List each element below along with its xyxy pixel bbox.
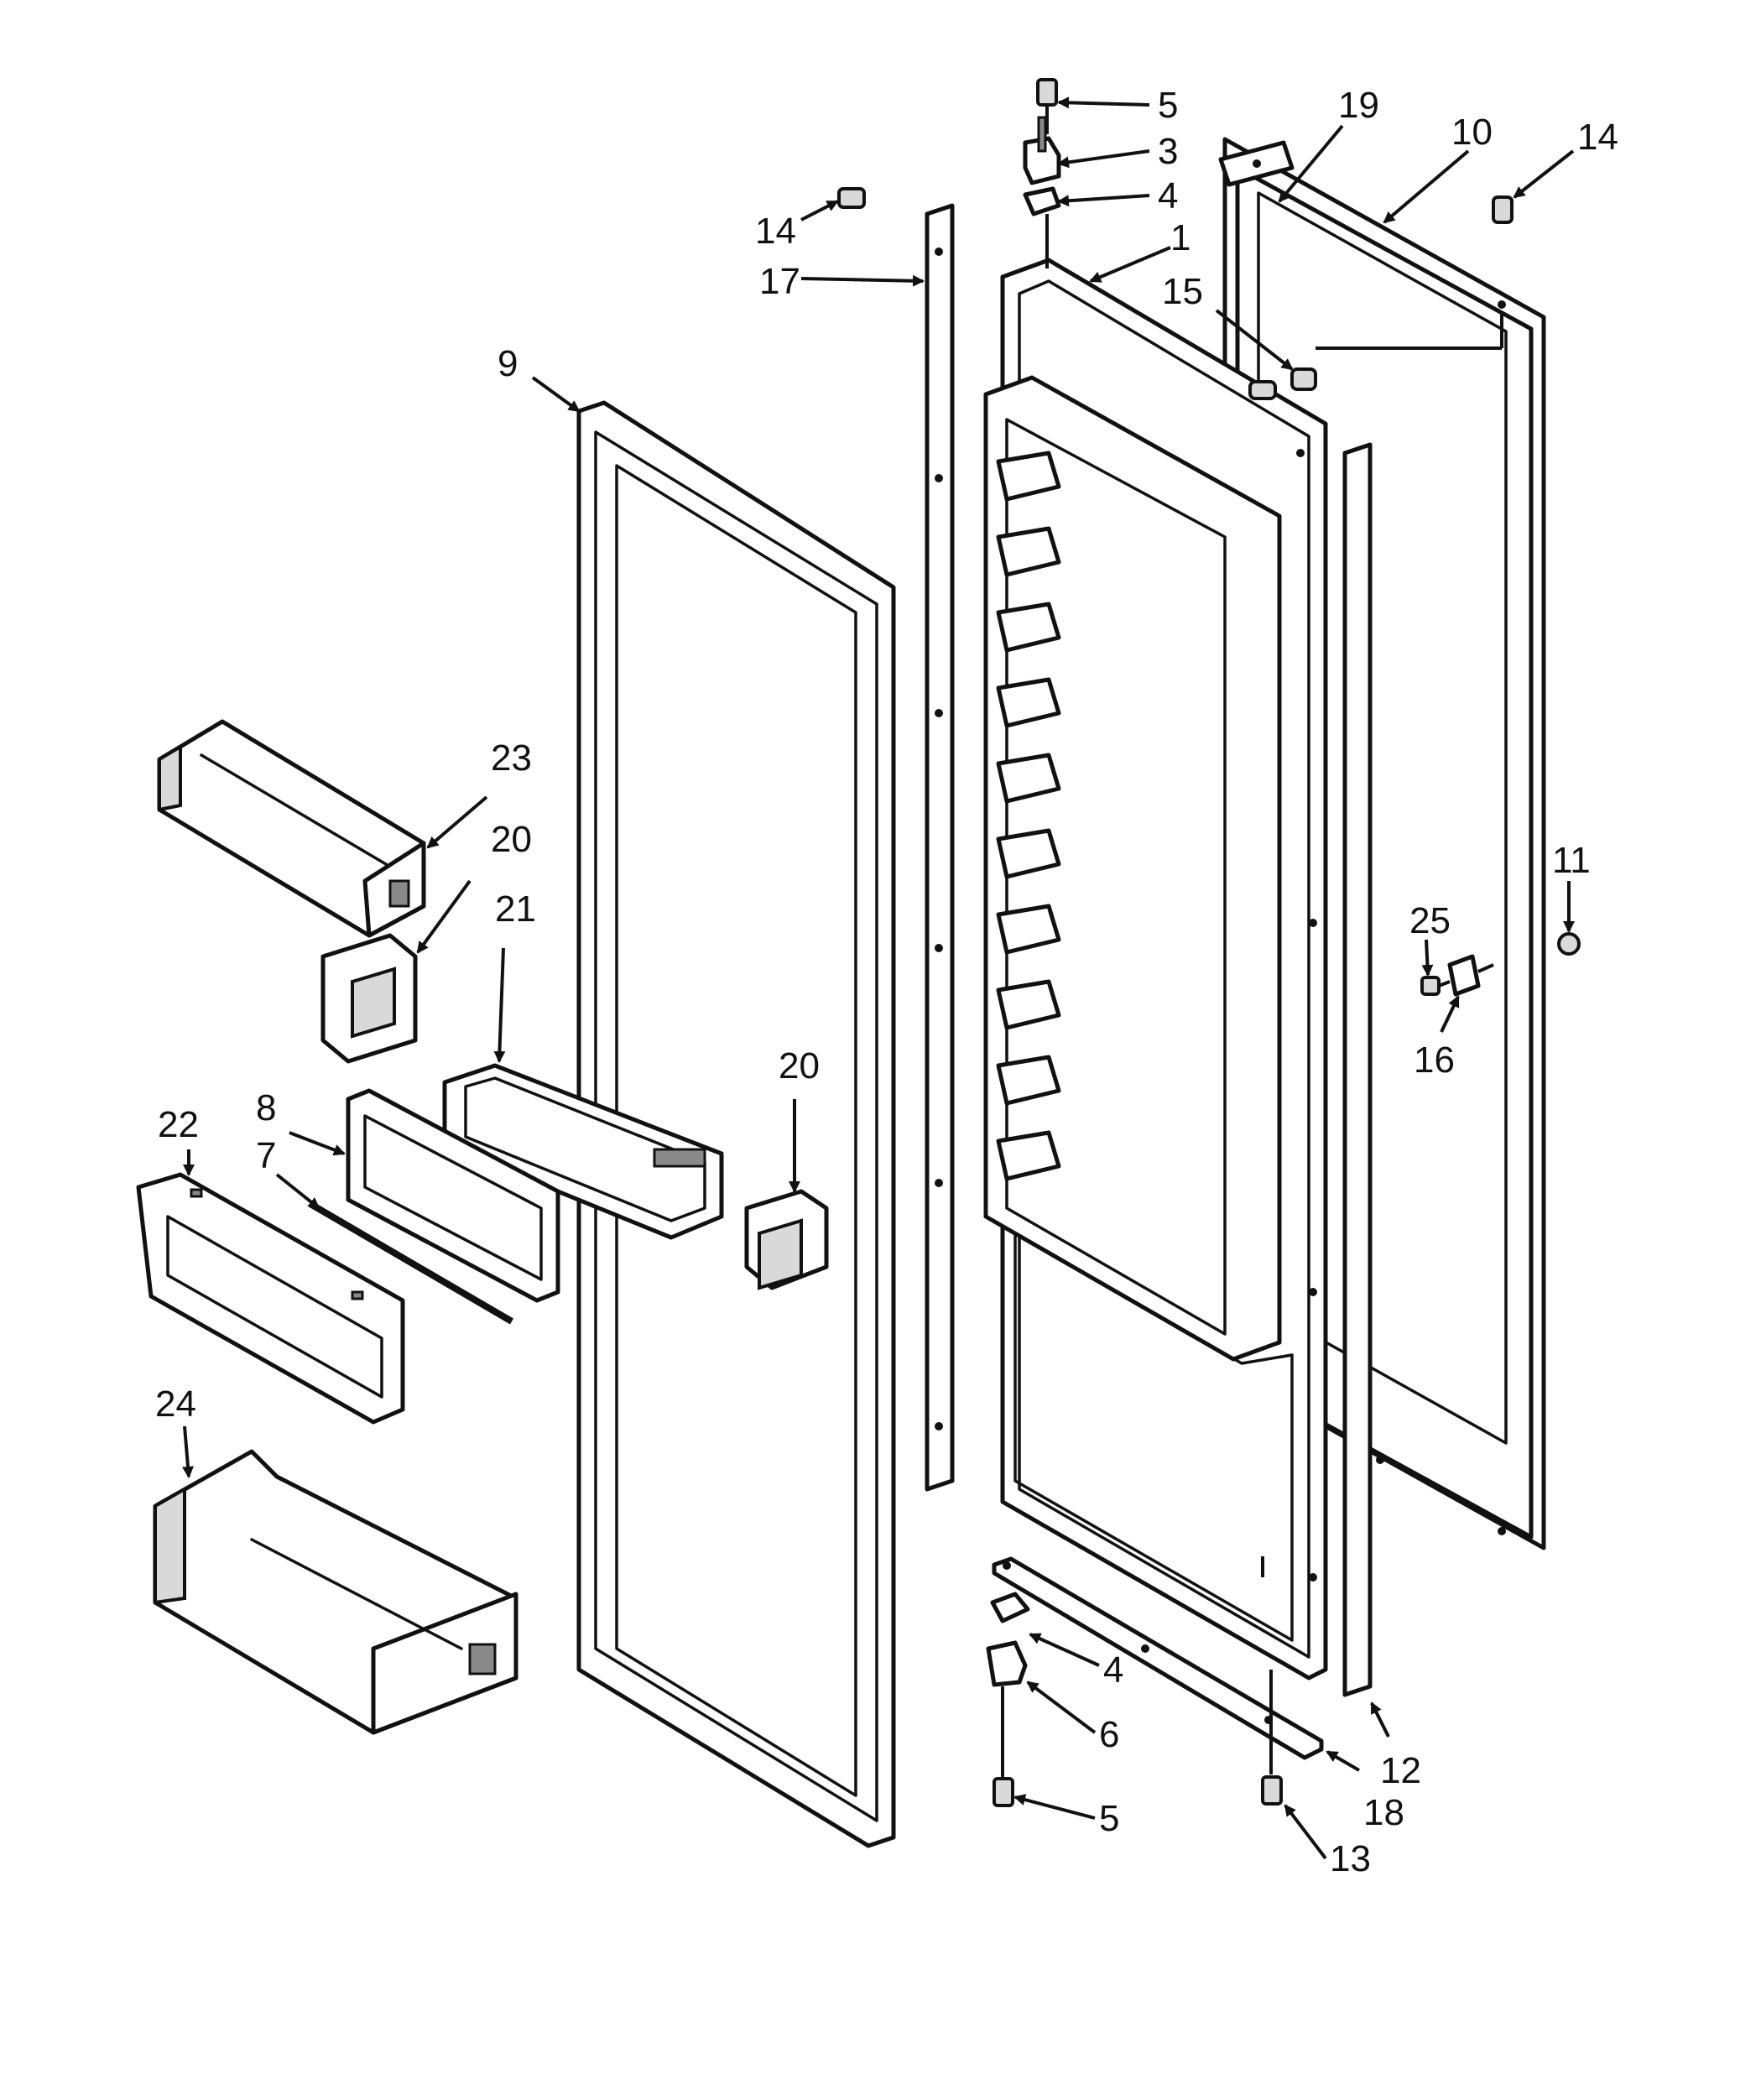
door-bin-upper xyxy=(157,719,426,938)
top-hinge-shim xyxy=(1023,186,1061,216)
cap-plug xyxy=(1557,932,1581,956)
callout-20-left: 20 xyxy=(491,819,532,860)
callout-9: 9 xyxy=(498,343,518,384)
top-hinge-screw xyxy=(1036,78,1058,107)
hinge-rod xyxy=(308,1201,514,1325)
callout-14-right: 14 xyxy=(1577,117,1618,158)
callout-23: 23 xyxy=(491,737,532,779)
bottom-bracket xyxy=(992,1556,1324,1760)
callout-13: 13 xyxy=(1330,1838,1371,1879)
plug xyxy=(1290,315,1503,391)
bottom-hinge-screw xyxy=(993,1777,1014,1807)
callout-12: 12 xyxy=(1380,1750,1421,1791)
door-seal-strip xyxy=(1342,442,1373,1697)
callout-16: 16 xyxy=(1414,1040,1455,1081)
compartment-door-frame xyxy=(346,1088,560,1303)
callout-20-right: 20 xyxy=(779,1045,820,1086)
door-liner-assembly xyxy=(983,258,1328,1681)
bracket-screw xyxy=(1261,1775,1283,1806)
door-bin-lower xyxy=(153,1449,518,1735)
side-screw xyxy=(1420,976,1441,996)
bin-bracket-right xyxy=(744,1189,829,1290)
callout-7: 7 xyxy=(256,1135,276,1176)
callout-17: 17 xyxy=(759,261,800,302)
callout-1: 1 xyxy=(1170,217,1190,258)
side-bracket xyxy=(1447,954,1481,997)
shelf-supports xyxy=(996,451,1061,1181)
callout-labels: 5 3 4 1 19 10 14 14 17 15 9 23 20 21 20 … xyxy=(155,85,1618,1879)
callout-5-bottom: 5 xyxy=(1099,1798,1119,1839)
callout-11: 11 xyxy=(1552,840,1591,881)
door-gasket xyxy=(576,400,896,1848)
bin-bracket-left xyxy=(320,933,418,1064)
callout-24: 24 xyxy=(155,1383,196,1425)
bottom-hinge-assembly xyxy=(986,1556,1324,1807)
door-top-cap xyxy=(1218,140,1295,187)
hinge-trim-strip xyxy=(925,203,955,1492)
bottom-hinge xyxy=(986,1640,1028,1687)
callout-8: 8 xyxy=(256,1087,276,1128)
bottom-hinge-shim xyxy=(990,1592,1030,1623)
top-hinge xyxy=(1023,136,1061,185)
callout-5-top: 5 xyxy=(1158,85,1178,126)
callout-21: 21 xyxy=(495,888,536,930)
callout-4-bottom: 4 xyxy=(1103,1649,1123,1691)
dairy-compartment-box xyxy=(442,1063,724,1240)
callout-19: 19 xyxy=(1338,85,1379,126)
callout-14-left: 14 xyxy=(755,211,796,252)
callout-15: 15 xyxy=(1162,271,1203,312)
callout-6: 6 xyxy=(1099,1714,1119,1755)
screw-left xyxy=(837,187,866,209)
callout-3: 3 xyxy=(1158,131,1178,172)
screw-right xyxy=(1492,195,1514,224)
top-hinge-assembly xyxy=(1023,78,1061,268)
callout-22: 22 xyxy=(158,1104,199,1145)
callout-18: 18 xyxy=(1363,1792,1404,1833)
callout-4-top: 4 xyxy=(1158,175,1178,216)
callout-10: 10 xyxy=(1451,112,1493,153)
compartment-door xyxy=(136,1172,405,1425)
callout-25: 25 xyxy=(1409,900,1451,941)
